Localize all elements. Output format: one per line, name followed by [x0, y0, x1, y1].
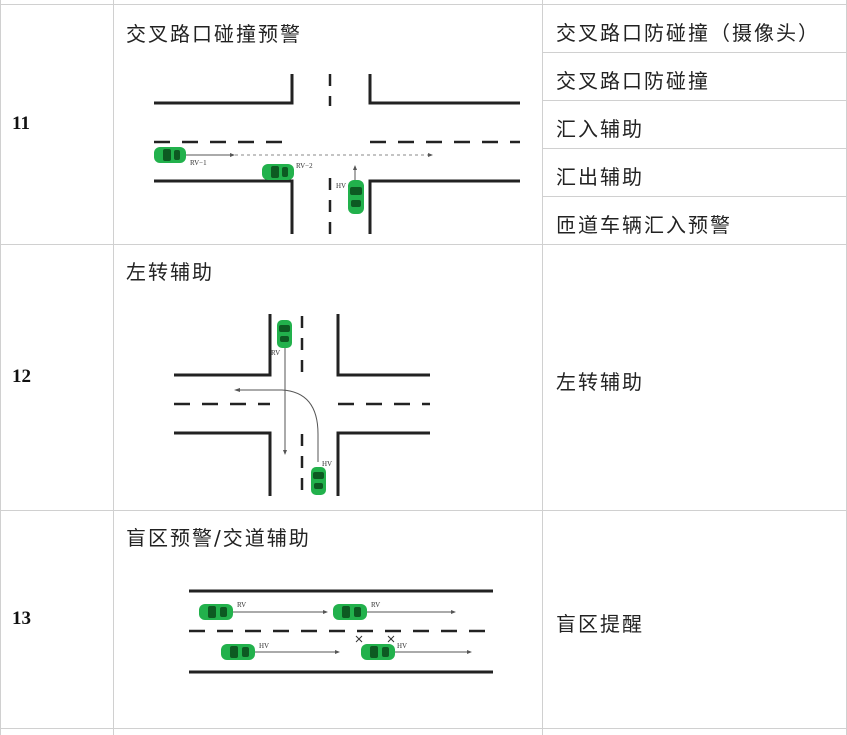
vehicle-label: RV−1 [190, 159, 207, 167]
function-item: 盲区提醒 [556, 612, 644, 636]
car-icon [277, 320, 292, 348]
arrow-head [234, 388, 240, 392]
road-edge [154, 179, 294, 234]
cross-mark-icon [355, 635, 363, 643]
row-divider [543, 52, 847, 53]
row-divider [0, 4, 847, 5]
row-number: 12 [12, 366, 31, 387]
arrow-head [335, 650, 340, 654]
function-item: 汇出辅助 [556, 165, 644, 189]
row-number: 11 [12, 113, 30, 134]
arrow-head [428, 153, 433, 157]
road-edge [336, 431, 430, 496]
road-edge [368, 74, 520, 105]
scene-title: 左转辅助 [126, 260, 214, 284]
scene-title: 交叉路口碰撞预警 [126, 22, 302, 46]
arrow-head [230, 153, 235, 157]
vehicle-label: HV [397, 642, 407, 650]
function-item: 匝道车辆汇入预警 [556, 213, 732, 237]
car-icon [348, 180, 364, 214]
road-edge [336, 314, 430, 377]
function-item: 左转辅助 [556, 370, 644, 394]
car-icon [333, 604, 367, 620]
row-divider [0, 244, 847, 245]
vehicle-label: RV [237, 601, 246, 609]
intersection-diagram: RV−1 RV−2 HV [154, 74, 520, 234]
vehicle-label: RV [371, 601, 380, 609]
arrow-head [467, 650, 472, 654]
arrow-head [323, 610, 328, 614]
car-icon [221, 644, 255, 660]
row-number: 13 [12, 608, 31, 629]
row-divider [0, 510, 847, 511]
road-edge [368, 179, 520, 234]
row-divider [0, 728, 847, 729]
car-icon [311, 467, 326, 495]
vehicle-label: HV [322, 460, 332, 468]
function-item: 汇入辅助 [556, 117, 644, 141]
track-line [238, 389, 319, 462]
col-divider [113, 0, 114, 735]
road-edge [174, 314, 272, 377]
vehicle-label: RV [271, 349, 280, 357]
car-icon [262, 164, 294, 180]
arrow-head [283, 450, 287, 455]
function-item: 交叉路口防碰撞 [556, 69, 710, 93]
arrow-head [451, 610, 456, 614]
row-divider [543, 100, 847, 101]
row-divider [543, 148, 847, 149]
col-divider [0, 0, 1, 735]
road-edge [174, 431, 272, 496]
col-divider [542, 0, 543, 735]
car-icon [361, 644, 395, 660]
scene-title: 盲区预警/交道辅助 [126, 526, 311, 550]
row-divider [543, 196, 847, 197]
arrow-head [353, 165, 357, 170]
vehicle-label: HV [336, 182, 346, 190]
car-icon [154, 147, 186, 163]
left-turn-diagram: RV HV [174, 314, 430, 496]
vehicle-label: HV [259, 642, 269, 650]
car-icon [199, 604, 233, 620]
cross-mark-icon [387, 635, 395, 643]
blind-spot-diagram: RV RV HV HV [189, 589, 493, 674]
function-item: 交叉路口防碰撞（摄像头） [556, 21, 820, 45]
vehicle-label: RV−2 [296, 162, 313, 170]
road-edge [154, 74, 294, 105]
